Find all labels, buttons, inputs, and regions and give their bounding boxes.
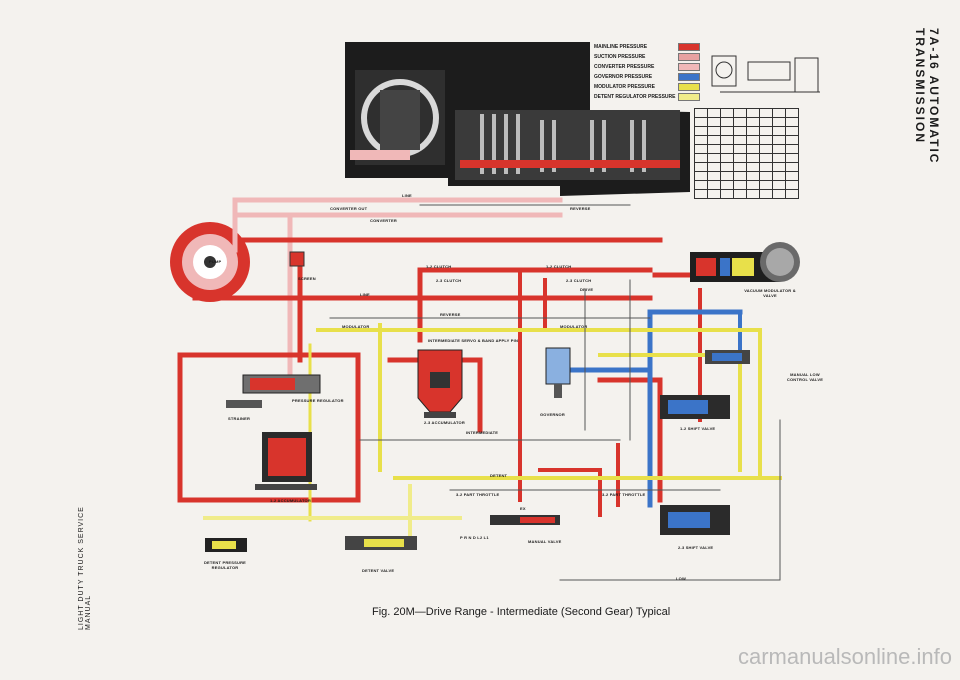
legend-swatch [678, 93, 700, 101]
manual-valve-label: MANUAL VALVE [528, 539, 562, 544]
legend-swatch [678, 73, 700, 81]
pressure-legend: MAINLINE PRESSURE SUCTION PRESSURE CONVERT… [594, 42, 700, 102]
legend-item: DETENT REGULATOR PRESSURE [594, 92, 700, 102]
legend-item: MODULATOR PRESSURE [594, 82, 700, 92]
vacuum-modulator-label: VACUUM MODULATOR & VALVE [744, 288, 796, 298]
transmission-cutaway [345, 42, 690, 196]
legend-item-label: DETENT REGULATOR PRESSURE [594, 94, 676, 100]
line-label-mid: LINE [360, 292, 370, 297]
manual-positions-label: P R N D L2 L1 [460, 535, 489, 540]
line-part-throttle-left: 3-2 PART THROTTLE [456, 492, 500, 497]
line-modulator-right: MODULATOR [560, 324, 588, 329]
legend-swatch [678, 63, 700, 71]
manual-low-control-label: MANUAL LOW CONTROL VALVE [786, 372, 824, 382]
line-modulator-left: MODULATOR [342, 324, 370, 329]
line-clutch-12-left: 1-2 CLUTCH [426, 264, 452, 269]
legend-item: MAINLINE PRESSURE [594, 42, 700, 52]
figure-caption: Fig. 20M—Drive Range - Intermediate (Sec… [372, 606, 671, 618]
line-clutch-23-left: 2-3 CLUTCH [436, 278, 462, 283]
line-detent: DETENT [490, 473, 508, 478]
legend-swatch [678, 43, 700, 51]
accumulator-23-label: 2-3 ACCUMULATOR [424, 420, 465, 425]
pump-graphic [170, 222, 250, 302]
line-clutch-12-right: 1-2 CLUTCH [546, 264, 572, 269]
legend-item: CONVERTER PRESSURE [594, 62, 700, 72]
exhaust-label: EX [520, 506, 526, 511]
governor-label: GOVERNOR [540, 412, 565, 417]
section-title-sidebar: 7A-16 AUTOMATIC TRANSMISSION [913, 28, 941, 165]
strainer-label: STRAINER [228, 416, 251, 421]
pressure-regulator-label: PRESSURE REGULATOR [292, 398, 344, 403]
legend-swatch [678, 83, 700, 91]
intermediate-servo-label: INTERMEDIATE SERVO & BAND APPLY PIN [428, 338, 519, 343]
line-drive: DRIVE [580, 287, 594, 292]
legend-item-label: SUCTION PRESSURE [594, 54, 646, 60]
legend-item-label: MODULATOR PRESSURE [594, 84, 655, 90]
pump-label: PUMP [209, 259, 222, 264]
screen-label: SCREEN [298, 276, 316, 281]
line-converter-out: CONVERTER OUT [330, 206, 368, 211]
shift-23-label: 2-3 SHIFT VALVE [678, 545, 714, 550]
legend-swatch [678, 53, 700, 61]
line-part-throttle-right: 3-2 PART THROTTLE [602, 492, 646, 497]
line-reverse-top: REVERSE [570, 206, 591, 211]
line-converter: CONVERTER [370, 218, 397, 223]
manual-title-sidebar: LIGHT DUTY TRUCK SERVICE MANUAL [78, 506, 92, 630]
accumulator-12-label: 1-2 ACCUMULATOR [270, 498, 311, 503]
detent-valve-label: DETENT VALVE [362, 568, 395, 573]
legend-item: GOVERNOR PRESSURE [594, 72, 700, 82]
shift-12-label: 1-2 SHIFT VALVE [680, 426, 716, 431]
line-intermediate: INTERMEDIATE [466, 430, 499, 435]
clutch-application-chart [694, 108, 799, 199]
line-reverse-mid: REVERSE [440, 312, 461, 317]
legend-item-label: CONVERTER PRESSURE [594, 64, 655, 70]
line-clutch-23-right: 2-3 CLUTCH [566, 278, 592, 283]
legend-item-label: MAINLINE PRESSURE [594, 44, 648, 50]
detent-pressure-regulator-label: DETENT PRESSURE REGULATOR [203, 560, 247, 570]
line-low: LOW [676, 576, 686, 581]
watermark: carmanualsonline.info [737, 644, 952, 669]
legend-item: SUCTION PRESSURE [594, 52, 700, 62]
valve-bodies [205, 242, 800, 552]
legend-item-label: GOVERNOR PRESSURE [594, 74, 653, 80]
line-label-top: LINE [402, 193, 412, 198]
schematic-inset [711, 55, 820, 93]
